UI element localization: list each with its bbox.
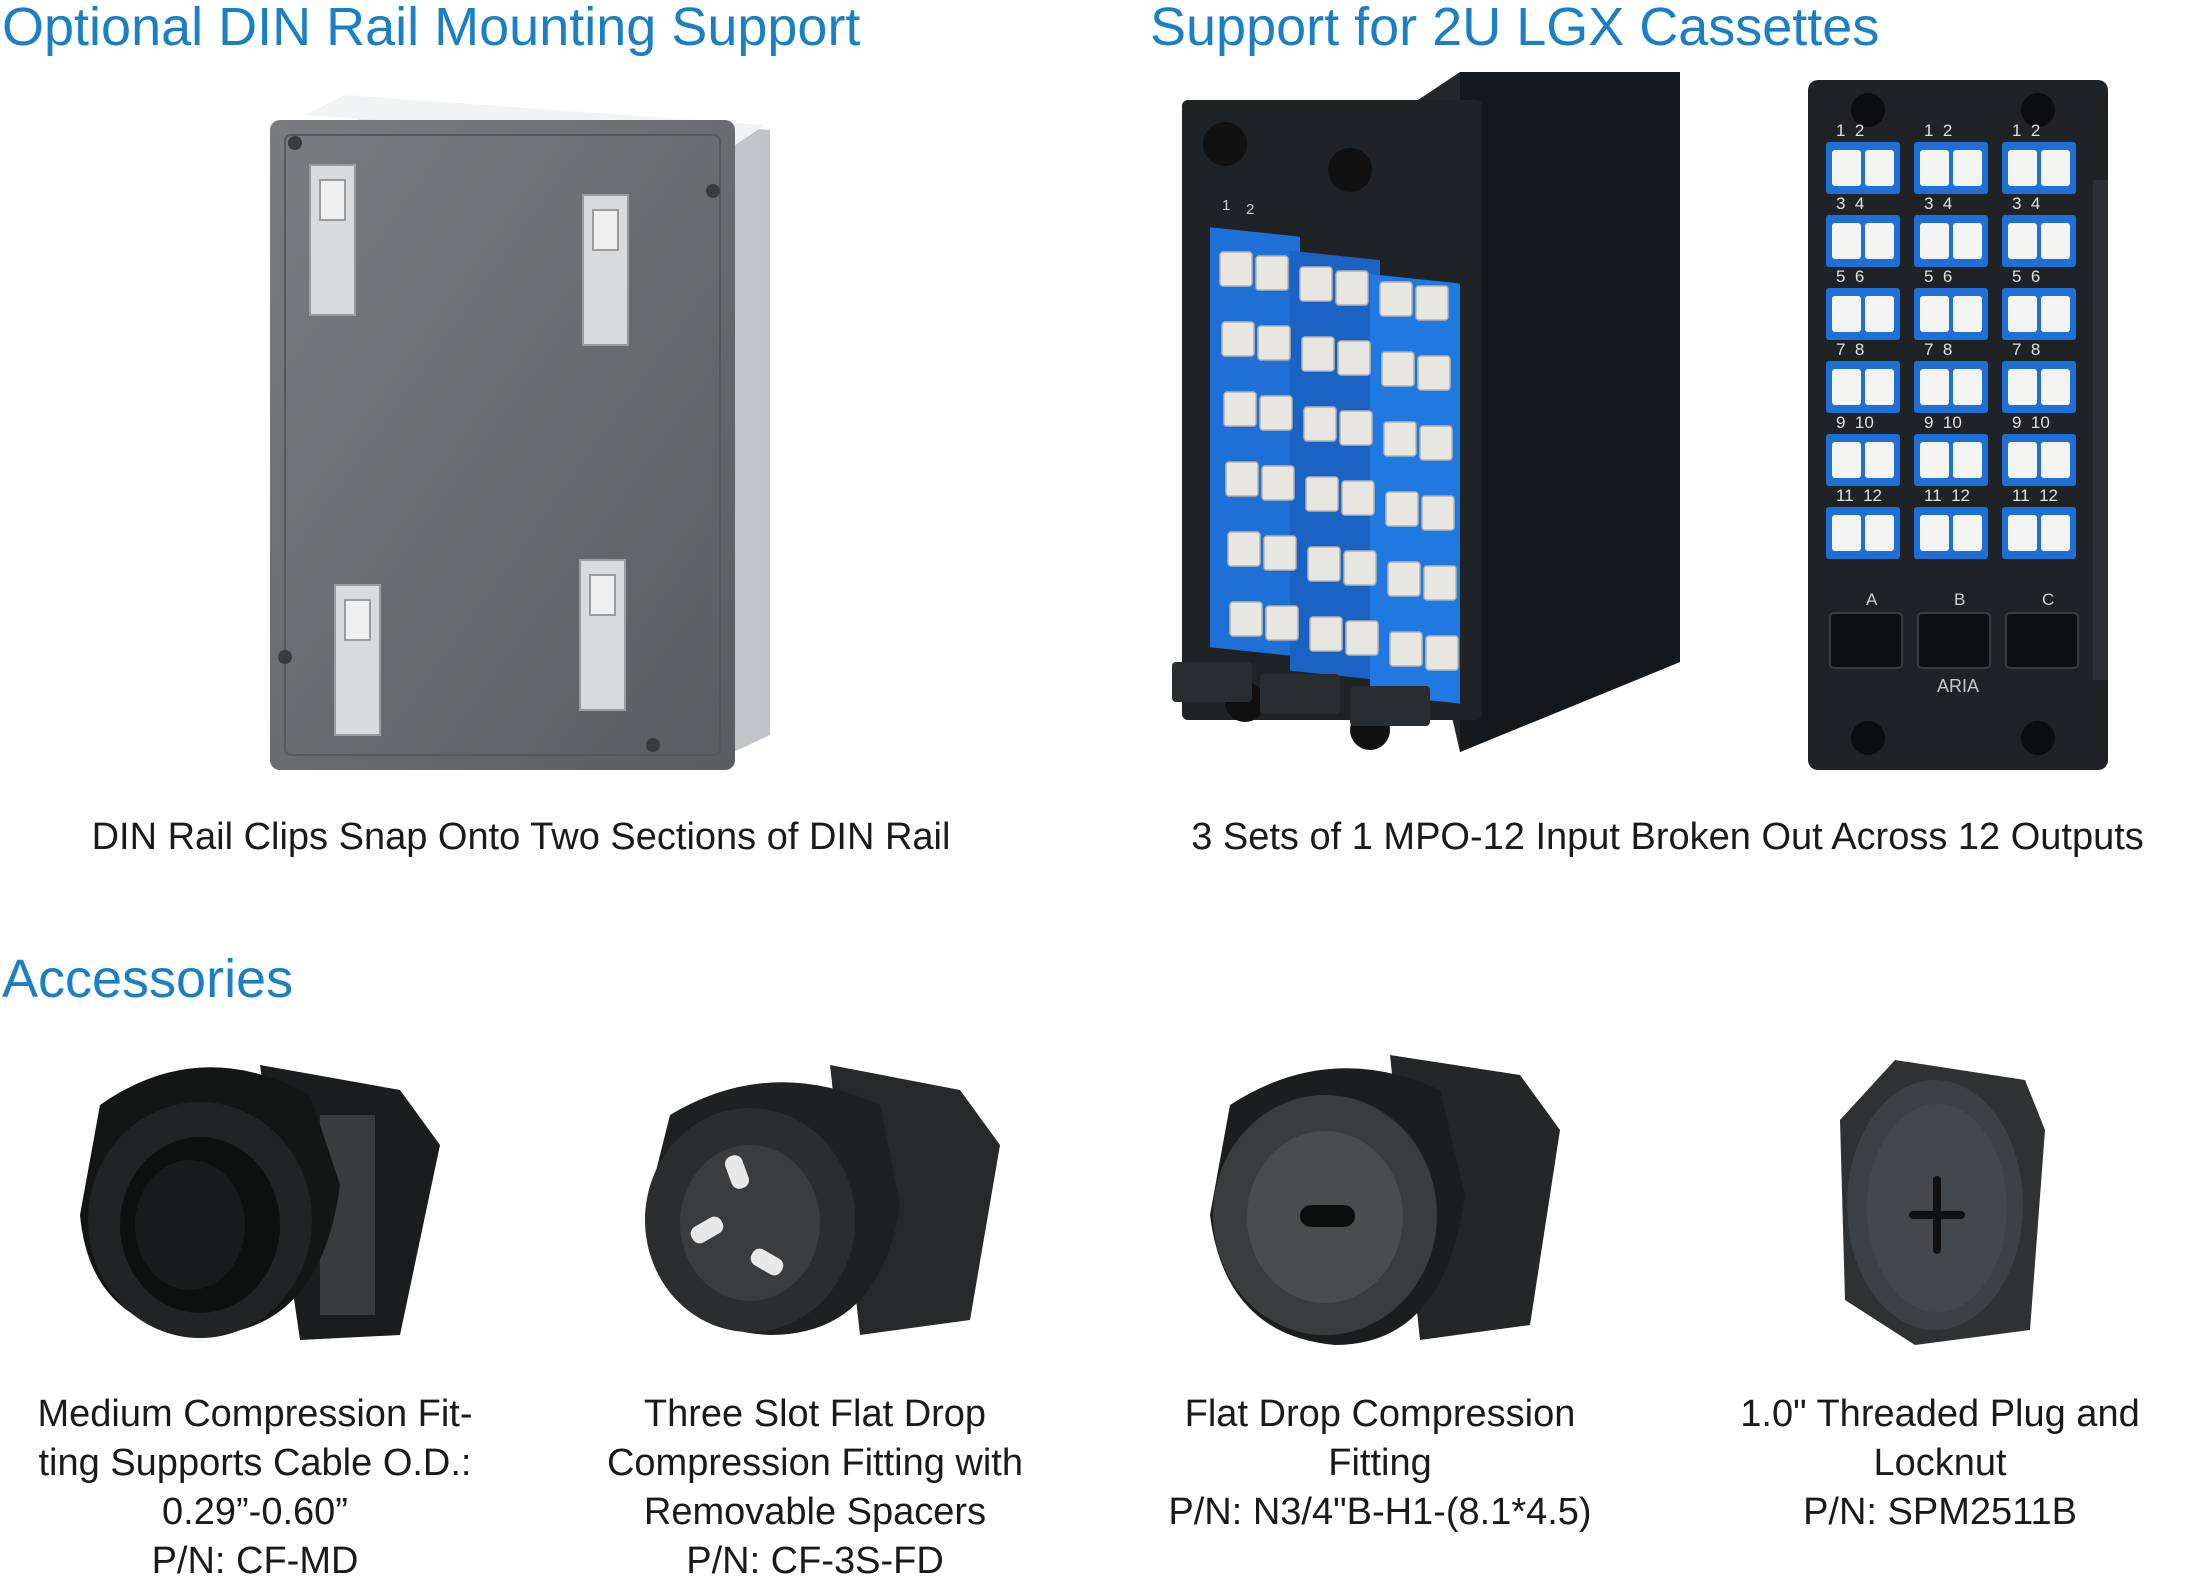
threaded-plug-locknut-image bbox=[1840, 1060, 2045, 1345]
lc-port bbox=[2008, 296, 2037, 332]
flat-drop-compression-fitting-image bbox=[1210, 1055, 1560, 1345]
caption-line: Locknut bbox=[1873, 1442, 2007, 1484]
port-pair-label: 11 12 bbox=[2012, 486, 2058, 505]
lc-port bbox=[2041, 223, 2070, 259]
lc-port bbox=[1920, 369, 1949, 405]
din-rail-heading: Optional DIN Rail Mounting Support bbox=[2, 0, 861, 57]
lc-port bbox=[1865, 515, 1894, 551]
accessory-caption-medium-compression-fitting: Medium Compression Fit- ting Supports Ca… bbox=[0, 1390, 510, 1586]
accessories-heading: Accessories bbox=[2, 949, 294, 1009]
panel-brand-label: ARIA bbox=[1937, 676, 1979, 696]
lgx-front-panel-image: 1 2 3 4 5 6 7 8 9 10 11 12 1 2 3 4 5 6 7 8 9 10 11 … bbox=[1808, 80, 2108, 770]
lgx-cassette-angled-image: 1 2 bbox=[1172, 72, 1680, 752]
din-rail-caption: DIN Rail Clips Snap Onto Two Sections of… bbox=[91, 816, 951, 858]
lc-port bbox=[2008, 515, 2037, 551]
lc-port bbox=[1832, 296, 1861, 332]
port-pair-label: 3 4 bbox=[2012, 194, 2040, 213]
port-pair-label: 7 8 bbox=[1836, 340, 1864, 359]
lc-port bbox=[2008, 442, 2037, 478]
port-pair-label: 5 6 bbox=[1924, 267, 1952, 286]
lc-port bbox=[2041, 515, 2070, 551]
caption-line: Flat Drop Compression bbox=[1184, 1393, 1576, 1435]
lc-port bbox=[1832, 150, 1861, 186]
lc-port bbox=[1920, 150, 1949, 186]
lc-port bbox=[2008, 150, 2037, 186]
medium-compression-fitting-image bbox=[80, 1065, 440, 1340]
port-pair-label: 1 2 bbox=[2012, 121, 2040, 140]
caption-line: Removable Spacers bbox=[643, 1491, 987, 1533]
lc-port bbox=[2041, 442, 2070, 478]
lc-port bbox=[1920, 223, 1949, 259]
lc-port bbox=[1832, 442, 1861, 478]
caption-line: 1.0" Threaded Plug and bbox=[1740, 1393, 2140, 1435]
lc-port bbox=[1920, 296, 1949, 332]
lc-port bbox=[1920, 442, 1949, 478]
part-number: P/N: CF-3S-FD bbox=[686, 1540, 944, 1582]
port-pair-label: 11 12 bbox=[1836, 486, 1882, 505]
lc-port bbox=[1953, 296, 1982, 332]
port-pair-label: 5 6 bbox=[1836, 267, 1864, 286]
lc-port bbox=[1865, 442, 1894, 478]
lc-port bbox=[2041, 369, 2070, 405]
port-pair-label: 9 10 bbox=[2012, 413, 2050, 432]
lc-port bbox=[1832, 369, 1861, 405]
lc-port bbox=[1953, 369, 1982, 405]
port-pair-label: 9 10 bbox=[1924, 413, 1962, 432]
lc-port bbox=[1953, 442, 1982, 478]
lc-port bbox=[1832, 515, 1861, 551]
part-number: P/N: CF-MD bbox=[151, 1540, 359, 1582]
caption-line: Three Slot Flat Drop bbox=[643, 1393, 987, 1435]
part-number: P/N: SPM2511B bbox=[1803, 1491, 2077, 1533]
caption-line: Compression Fitting with bbox=[606, 1442, 1024, 1484]
caption-line: ting Supports Cable O.D.: bbox=[38, 1442, 472, 1484]
group-label-a: A bbox=[1866, 590, 1878, 609]
lc-port bbox=[1865, 296, 1894, 332]
port-pair-label: 3 4 bbox=[1836, 194, 1864, 213]
port-pair-label: 1 2 bbox=[1924, 121, 1952, 140]
lc-port bbox=[1953, 223, 1982, 259]
lc-port bbox=[1953, 515, 1982, 551]
group-label-b: B bbox=[1954, 590, 1965, 609]
caption-line: Fitting bbox=[1328, 1442, 1432, 1484]
lc-port bbox=[1865, 150, 1894, 186]
lc-port bbox=[2008, 369, 2037, 405]
front-port-label: 2 bbox=[1246, 201, 1254, 218]
part-number: P/N: N3/4"B-H1-(8.1*4.5) bbox=[1168, 1491, 1592, 1533]
accessory-caption-three-slot-fitting: Three Slot Flat Drop Compression Fitting… bbox=[560, 1390, 1070, 1586]
three-slot-flat-drop-fitting-image bbox=[645, 1065, 1000, 1335]
adapter-column-a bbox=[1210, 227, 1300, 657]
caption-line: 0.29”-0.60” bbox=[162, 1491, 348, 1533]
lc-port bbox=[1920, 515, 1949, 551]
port-pair-label: 9 10 bbox=[1836, 413, 1874, 432]
port-pair-label: 7 8 bbox=[2012, 340, 2040, 359]
lc-port bbox=[2008, 223, 2037, 259]
port-pair-label: 5 6 bbox=[2012, 267, 2040, 286]
accessory-caption-flat-drop-fitting: Flat Drop Compression Fitting P/N: N3/4"… bbox=[1125, 1390, 1635, 1537]
group-label-c: C bbox=[2042, 590, 2054, 609]
lc-port bbox=[1832, 223, 1861, 259]
adapter-grid: 1 2 3 4 5 6 7 8 9 10 11 12 1 2 3 4 5 6 7 8 9 10 11 … bbox=[1826, 121, 2076, 559]
lc-port bbox=[1865, 369, 1894, 405]
lc-port bbox=[1953, 150, 1982, 186]
din-rail-enclosure-image bbox=[270, 95, 770, 770]
lgx-caption: 3 Sets of 1 MPO-12 Input Broken Out Acro… bbox=[1191, 816, 2144, 858]
adapter-column-b bbox=[1290, 250, 1380, 681]
lc-port bbox=[2041, 150, 2070, 186]
lgx-cassettes-heading: Support for 2U LGX Cassettes bbox=[1150, 0, 1880, 57]
caption-line: Medium Compression Fit- bbox=[37, 1393, 473, 1435]
front-port-label: 1 bbox=[1222, 197, 1230, 214]
port-pair-label: 1 2 bbox=[1836, 121, 1864, 140]
port-pair-label: 7 8 bbox=[1924, 340, 1952, 359]
port-pair-label: 3 4 bbox=[1924, 194, 1952, 213]
lc-port bbox=[2041, 296, 2070, 332]
accessory-caption-threaded-plug: 1.0" Threaded Plug and Locknut P/N: SPM2… bbox=[1685, 1390, 2195, 1537]
port-pair-label: 11 12 bbox=[1924, 486, 1970, 505]
lc-port bbox=[1865, 223, 1894, 259]
